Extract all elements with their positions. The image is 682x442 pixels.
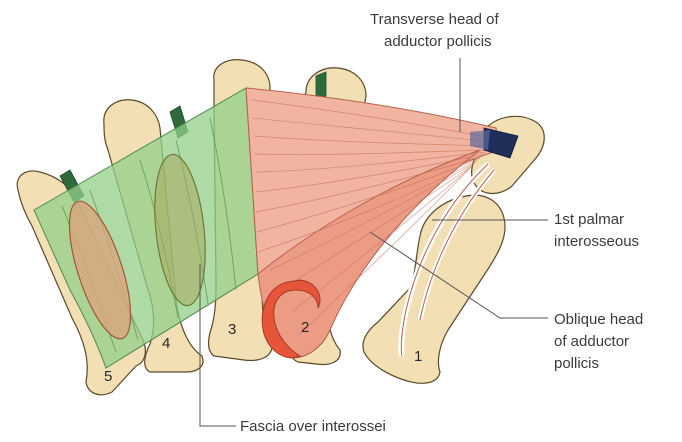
bone-number-2: 2 — [301, 319, 309, 336]
label-oblique-head-3: pollicis — [554, 355, 599, 372]
bone-number-4: 4 — [162, 335, 170, 352]
label-first-palmar-1: 1st palmar — [554, 211, 624, 228]
label-fascia: Fascia over interossei — [240, 418, 386, 435]
bone-number-1: 1 — [414, 348, 422, 365]
label-transverse-head-2: adductor pollicis — [384, 33, 492, 50]
bone-number-5: 5 — [104, 368, 112, 385]
tendon-2 — [316, 72, 326, 98]
bone-number-3: 3 — [228, 321, 236, 338]
label-first-palmar-2: interosseous — [554, 233, 639, 250]
label-oblique-head-2: of adductor — [554, 333, 629, 350]
label-transverse-head-1: Transverse head of — [370, 11, 500, 28]
label-oblique-head-1: Oblique head — [554, 311, 643, 328]
